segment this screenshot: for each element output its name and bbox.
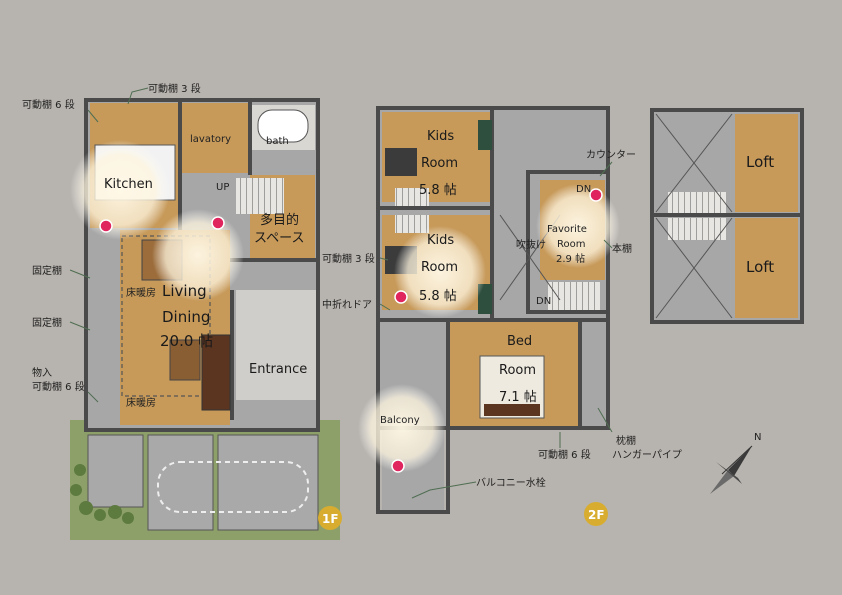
storage-leader — [87, 391, 99, 403]
multipurpose-label-1: 多目的 — [260, 212, 299, 228]
stairs-1f — [236, 178, 284, 214]
folding-door-leader — [379, 303, 391, 311]
compass-icon: N — [710, 432, 761, 494]
favorite-room-light-glow — [536, 184, 620, 268]
favorite-room-size: 2.9 帖 — [556, 252, 585, 265]
dn-label-top: DN — [576, 184, 591, 195]
loft-void-cross-2 — [655, 113, 733, 213]
kids-room-1-label-a: Kids — [427, 129, 454, 144]
fixed-shelf-leader-1 — [69, 269, 91, 279]
fixed-shelf-label-1: 固定棚 — [32, 264, 62, 277]
living-marker — [211, 216, 225, 230]
compass-north-label: N — [754, 432, 761, 443]
parking-left — [87, 434, 144, 508]
kids-room-1-label-b: Room — [421, 156, 458, 171]
favorite-room-label-a: Favorite — [547, 224, 587, 235]
entrance-floor — [236, 290, 316, 400]
counter-leader — [599, 161, 613, 177]
adjustable-shelf-3-label: 可動棚 3 段 — [148, 82, 201, 95]
first-floor-plan: Kitchen lavatory bath UP 多目的 スペース Living… — [22, 82, 342, 540]
car-outline — [157, 461, 309, 513]
loft-stairs-bottom — [668, 218, 726, 240]
loft-top-floor — [735, 114, 798, 212]
floor-2f-badge-text: 2F — [588, 508, 605, 522]
kids-room-2-size: 5.8 帖 — [419, 289, 457, 304]
bed-room-size: 7.1 帖 — [499, 390, 537, 405]
loft-bottom-floor — [735, 218, 798, 318]
adjustable-shelf-6-leader — [87, 109, 99, 123]
pillow-shelf-label: 枕棚 — [616, 434, 636, 447]
stairs-2f-right — [548, 282, 600, 312]
lavatory-floor — [180, 103, 250, 173]
shrubs — [70, 464, 134, 524]
favorite-room-label-b: Room — [557, 239, 585, 250]
balcony-marker — [391, 459, 405, 473]
loft-stairs-top — [668, 192, 726, 214]
balcony-faucet-leader — [411, 481, 477, 499]
dn-label-bottom: DN — [536, 296, 551, 307]
kids-room-2-label-b: Room — [421, 260, 458, 275]
floor-heating-label-2: 床暖房 — [126, 396, 156, 409]
stairs-2f-top — [395, 188, 429, 206]
2f-adjustable-shelf-3-label: 可動棚 3 段 — [322, 252, 375, 265]
sofa — [201, 334, 231, 411]
void-label: 吹抜け — [516, 238, 546, 251]
2f-adjustable-shelf-3-leader — [379, 257, 389, 261]
kids-room-2-label-a: Kids — [427, 233, 454, 248]
floor-2f-badge — [584, 502, 608, 526]
entrance-label: Entrance — [249, 362, 307, 377]
adjustable-shelf-6-label: 可動棚 6 段 — [22, 98, 75, 111]
fixed-shelf-label-2: 固定棚 — [32, 316, 62, 329]
bath-label: bath — [266, 136, 289, 147]
loft-bottom-label: Loft — [746, 258, 774, 276]
floor-heating-label-1: 床暖房 — [126, 286, 156, 299]
kitchen-label: Kitchen — [104, 177, 153, 192]
kids-room-2-marker — [394, 290, 408, 304]
fixed-shelf-leader-2 — [69, 321, 91, 331]
house-1f-walls — [84, 98, 320, 432]
balcony-label: Balcony — [380, 415, 420, 426]
floor-1f-badge-text: 1F — [322, 512, 339, 526]
storage-label-1: 物入 — [32, 366, 52, 379]
folding-door-label: 中折れドア — [322, 298, 372, 311]
balcony-light-glow — [358, 384, 446, 472]
living-light-glow — [152, 209, 244, 301]
kitchen-marker — [99, 219, 113, 233]
adjustable-shelf-3-leader — [127, 87, 149, 105]
up-label: UP — [216, 182, 229, 193]
kids-room-2-light-glow — [394, 226, 486, 318]
dining-size-label: 20.0 帖 — [160, 332, 213, 350]
loft-void-cross-4 — [655, 217, 733, 319]
parking-right — [217, 434, 319, 531]
kids-bed-1 — [478, 120, 492, 150]
lavatory-label: lavatory — [190, 134, 231, 145]
loft-top-label: Loft — [746, 153, 774, 171]
second-floor-plan: Kids Room 5.8 帖 Kids Room 5.8 帖 Favorite… — [322, 106, 682, 526]
balcony-faucet-label: バルコニー水栓 — [476, 476, 546, 489]
dining-label: Dining — [162, 308, 210, 326]
stairs-2f-bottom — [395, 215, 429, 233]
hanger-pipe-label: ハンガーパイプ — [612, 449, 682, 461]
bed-room-label-b: Room — [499, 363, 536, 378]
coffee-table — [169, 339, 201, 381]
storage-label-2: 可動棚 6 段 — [32, 380, 85, 393]
multipurpose-label-2: スペース — [254, 231, 304, 246]
bookshelf-label: 本棚 — [612, 242, 632, 255]
bathtub — [257, 109, 309, 143]
floor-1f-badge — [318, 506, 342, 530]
2f-adjustable-shelf-6-label: 可動棚 6 段 — [538, 448, 591, 461]
bed-room-label-a: Bed — [507, 334, 532, 349]
bed-headboard — [484, 404, 540, 416]
counter-label: カウンター — [586, 149, 636, 161]
favorite-room-marker — [589, 188, 603, 202]
hanger-pipe-leader — [597, 407, 613, 433]
kids-desk-1 — [385, 148, 417, 176]
bookshelf-leader — [603, 239, 613, 249]
loft-plan: Loft Loft — [650, 108, 804, 324]
kids-room-1-size: 5.8 帖 — [419, 183, 457, 198]
kitchen-light-glow — [70, 140, 170, 240]
living-label: Living — [162, 282, 207, 300]
